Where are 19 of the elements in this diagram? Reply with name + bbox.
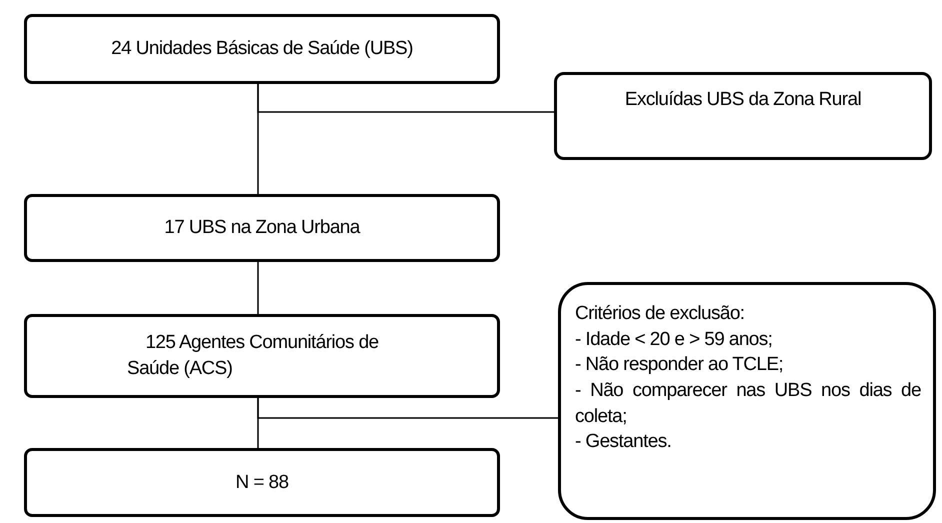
criterion-text: - Idade < 20 e > 59 anos; <box>575 328 774 352</box>
box-text: Excluídas UBS da Zona Rural <box>624 88 862 112</box>
process-box <box>24 194 500 262</box>
box-text: Critérios de exclusão: <box>575 302 746 326</box>
criterion-text: - Gestantes. <box>575 430 672 454</box>
process-box <box>24 448 500 517</box>
note-box <box>558 282 936 520</box>
box-text: 17 UBS na Zona Urbana <box>164 216 360 240</box>
box-text: N = 88 <box>236 470 288 495</box>
process-box <box>24 14 500 84</box>
process-box <box>24 314 500 398</box>
connector-line <box>257 398 558 419</box>
criterion-text: - Não responder ao TCLE; <box>575 353 784 378</box>
connector-line <box>257 262 259 314</box>
box-text: 125 Agentes Comunitários de Saúde (ACS) <box>127 331 380 381</box>
connector-line <box>257 84 554 113</box>
process-box <box>554 72 932 160</box>
box-text: 24 Unidades Básicas de Saúde (UBS) <box>111 37 413 62</box>
criterion-text: - Não comparecer nas UBS nos dias de coleta; <box>575 378 921 429</box>
